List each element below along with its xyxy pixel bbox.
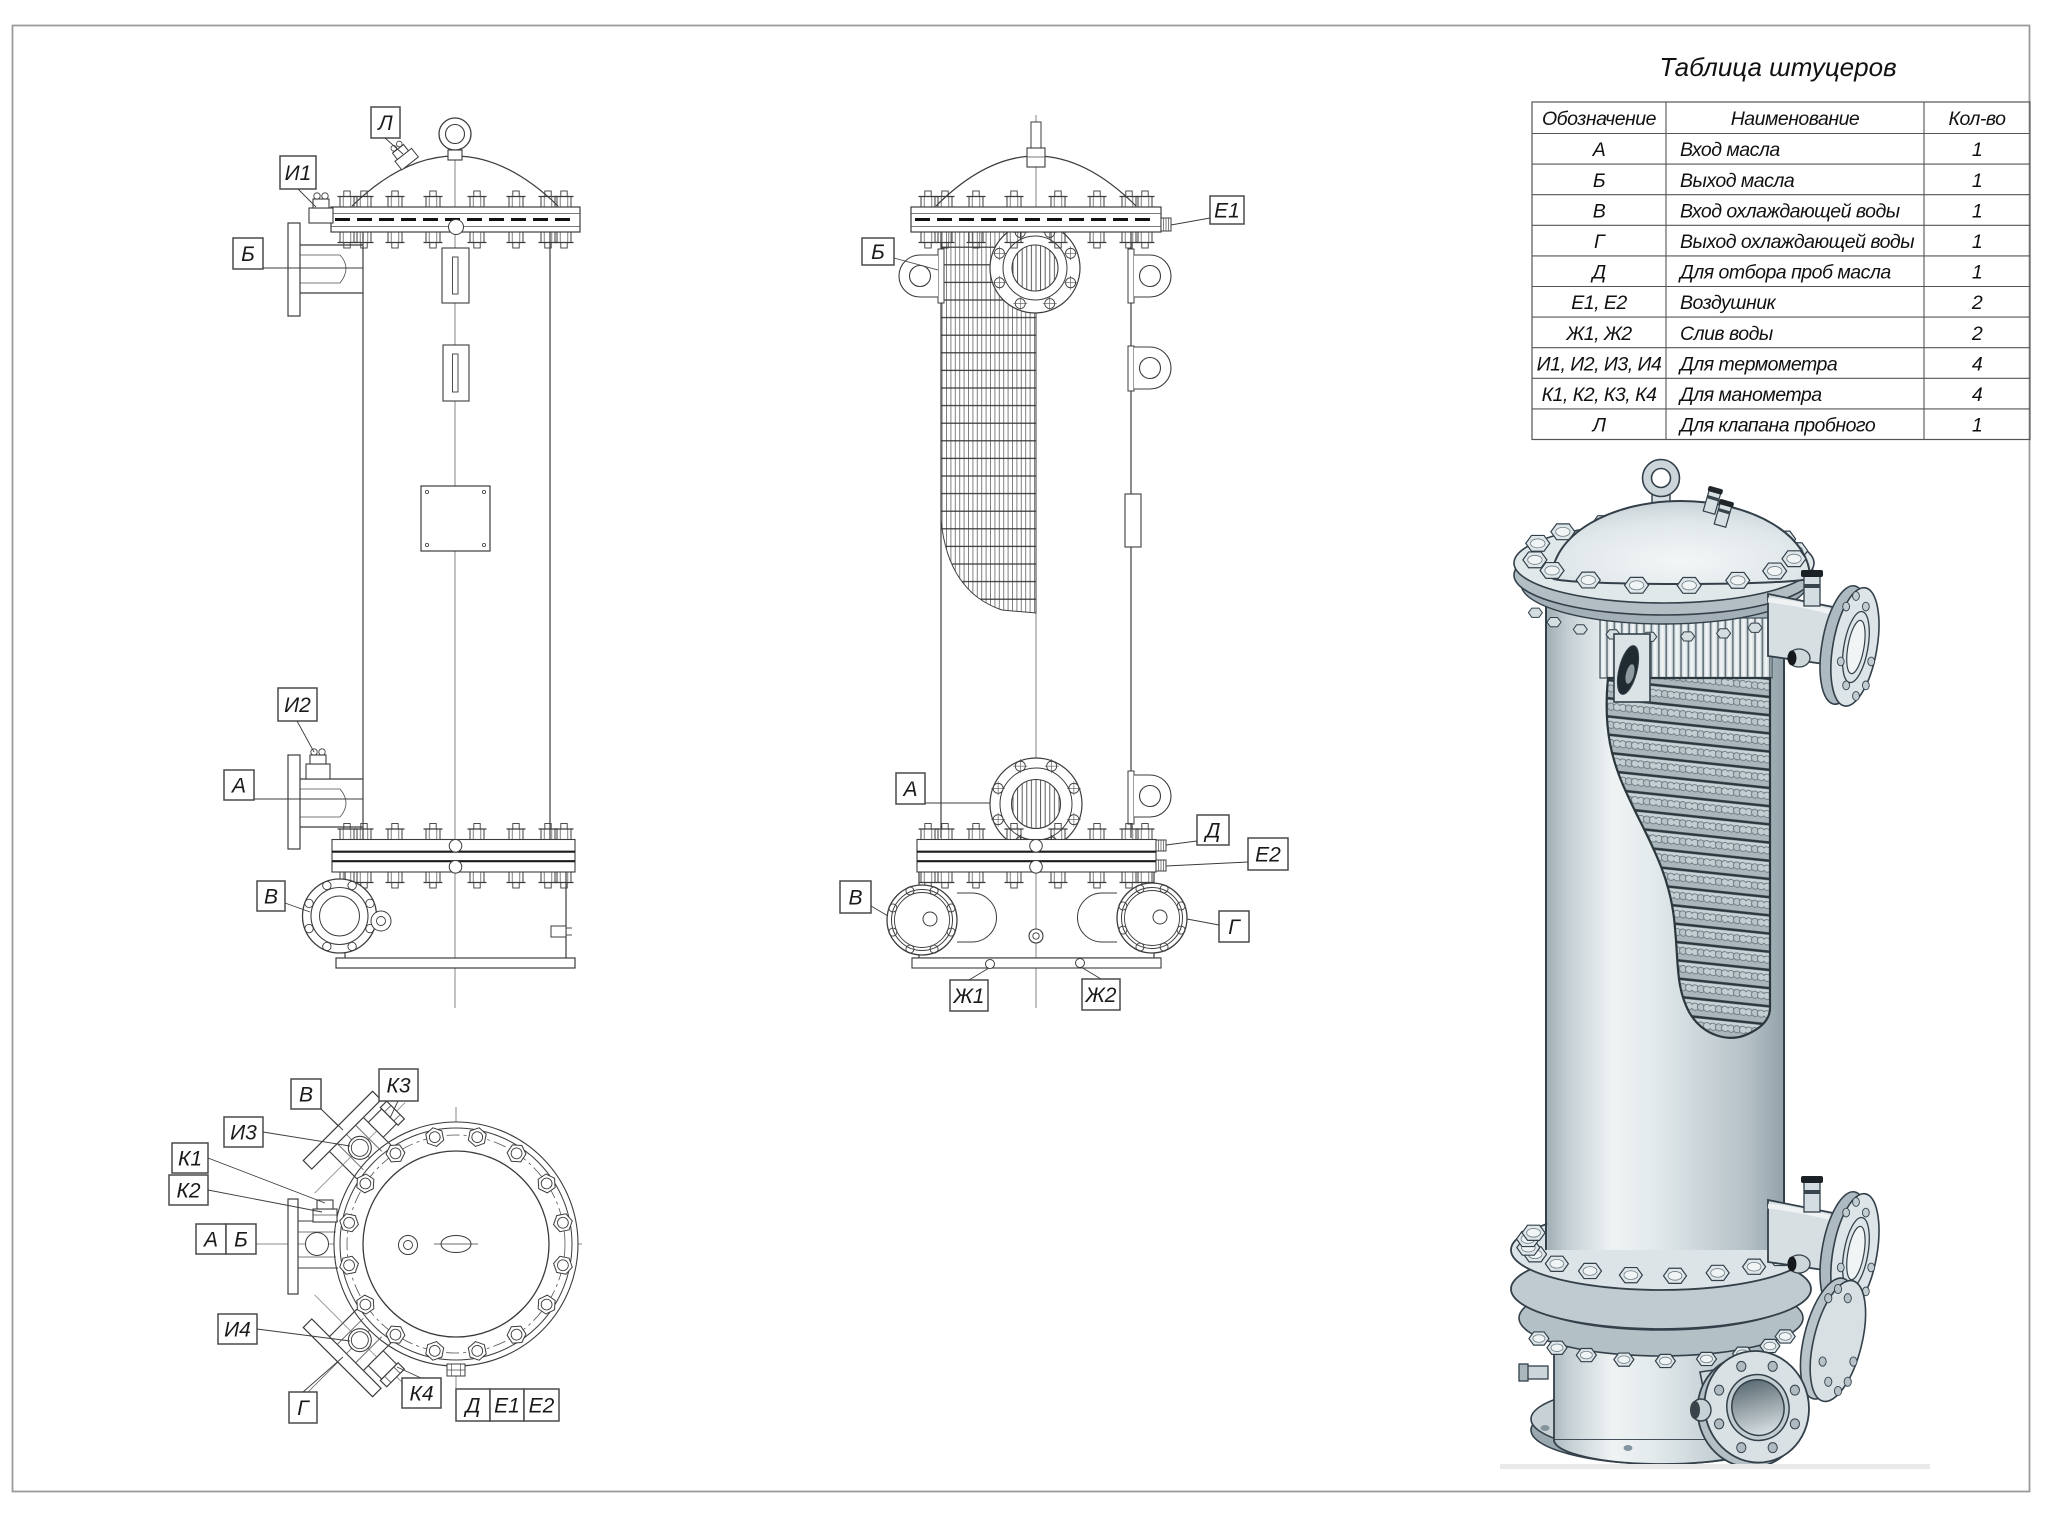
svg-text:1: 1 [1972,139,1982,161]
svg-text:Л: Л [376,112,393,135]
svg-text:Б: Б [1593,170,1606,192]
svg-text:Ж2: Ж2 [1085,984,1117,1007]
svg-text:Г: Г [1228,916,1241,939]
svg-text:Е1: Е1 [494,1395,520,1418]
svg-text:1: 1 [1972,200,1982,222]
svg-text:Е2: Е2 [1255,844,1281,867]
svg-text:В: В [264,886,278,909]
svg-text:Кол-во: Кол-во [1949,108,2007,130]
svg-text:К3: К3 [386,1075,410,1098]
svg-text:Ж1: Ж1 [953,985,985,1008]
svg-text:К4: К4 [409,1383,433,1406]
svg-text:2: 2 [1971,292,1983,314]
svg-text:А: А [1592,139,1606,161]
svg-text:4: 4 [1972,384,1983,406]
svg-text:Е1, Е2: Е1, Е2 [1571,292,1627,314]
svg-text:Слив воды: Слив воды [1680,323,1773,345]
svg-text:К1, К2, К3, К4: К1, К2, К3, К4 [1542,384,1658,406]
svg-text:Б: Б [234,1229,248,1252]
svg-text:Л: Л [1591,415,1607,437]
svg-text:К1: К1 [178,1148,202,1171]
svg-text:Е1: Е1 [1214,200,1240,223]
svg-text:Воздушник: Воздушник [1680,292,1777,314]
svg-text:Д: Д [464,1395,481,1418]
svg-text:К2: К2 [176,1180,200,1203]
svg-text:А: А [230,775,246,798]
svg-text:Б: Б [871,241,885,264]
svg-text:Е2: Е2 [529,1395,555,1418]
svg-text:2: 2 [1971,323,1983,345]
svg-text:1: 1 [1972,262,1982,284]
svg-text:Д: Д [1590,262,1606,284]
svg-text:Для термометра: Для термометра [1678,353,1838,375]
svg-text:В: В [299,1084,313,1107]
svg-text:И2: И2 [284,694,311,717]
svg-text:Наименование: Наименование [1731,108,1860,130]
svg-text:Г: Г [1594,231,1606,253]
svg-text:1: 1 [1972,231,1982,253]
svg-text:И3: И3 [230,1122,257,1145]
svg-text:Таблица штуцеров: Таблица штуцеров [1659,52,1896,82]
svg-text:Вход охлаждающей воды: Вход охлаждающей воды [1680,200,1900,222]
svg-text:Выход охлаждающей воды: Выход охлаждающей воды [1680,231,1914,253]
svg-text:Для манометра: Для манометра [1678,384,1822,406]
svg-text:1: 1 [1972,170,1982,192]
svg-text:И1: И1 [285,162,312,185]
svg-text:И4: И4 [224,1319,251,1342]
svg-text:И1, И2, И3, И4: И1, И2, И3, И4 [1537,353,1662,375]
svg-text:Ж1, Ж2: Ж1, Ж2 [1565,323,1632,345]
svg-text:Выход масла: Выход масла [1680,170,1795,192]
svg-text:Обозначение: Обозначение [1542,108,1657,130]
svg-text:Г: Г [297,1397,310,1420]
svg-text:В: В [1593,200,1606,222]
svg-text:А: А [202,1229,218,1252]
svg-text:Для клапана пробного: Для клапана пробного [1678,415,1876,437]
svg-text:А: А [901,778,917,801]
svg-text:1: 1 [1972,415,1982,437]
svg-text:В: В [848,887,862,910]
svg-text:Вход масла: Вход масла [1680,139,1780,161]
svg-text:Д: Д [1204,820,1221,843]
svg-text:Для отбора проб масла: Для отбора проб масла [1678,262,1891,284]
svg-text:4: 4 [1972,353,1983,375]
svg-text:Б: Б [241,243,255,266]
